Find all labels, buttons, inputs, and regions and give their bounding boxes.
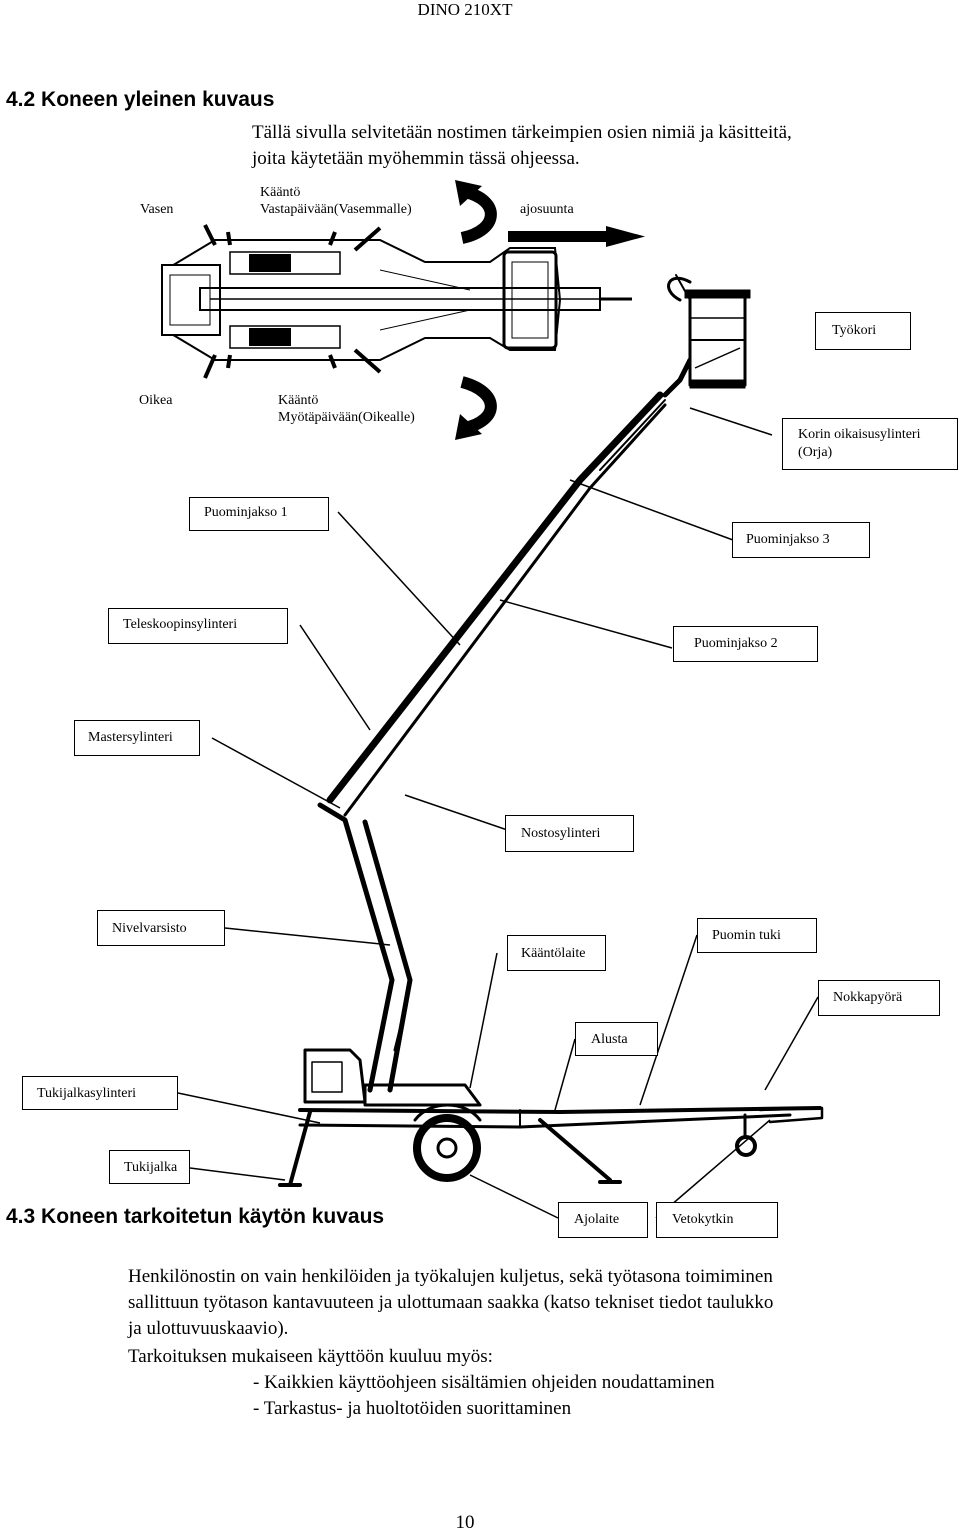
label-box-kaantolaite: Kääntölaite xyxy=(507,935,606,971)
label-box-nivelvarsisto: Nivelvarsisto xyxy=(97,910,225,946)
label-oikea: Oikea xyxy=(139,393,173,408)
label-box-teleskoopinsylinteri: Teleskoopinsylinteri xyxy=(108,608,288,644)
paragraph-1-line-2: sallittuun työtason kantavuuteen ja ulot… xyxy=(128,1292,774,1313)
page-number: 10 xyxy=(455,1512,475,1533)
side-view-drawing xyxy=(278,274,824,1187)
label-kaanto-ccw-1: Kääntö xyxy=(260,185,301,200)
label-vasen: Vasen xyxy=(140,202,174,217)
label-ajosuunta: ajosuunta xyxy=(520,202,574,217)
label-kaanto-ccw-2: Vastapäivään(Vasemmalle) xyxy=(260,202,412,217)
paragraph-1-line-1: Henkilönostin on vain henkilöiden ja työ… xyxy=(128,1266,773,1287)
top-view-drawing xyxy=(161,224,632,379)
label-box-puomin-tuki: Puomin tuki xyxy=(697,918,817,953)
paragraph-1-line-3: ja ulottuvuuskaavio). xyxy=(128,1318,289,1339)
label-kaanto-cw-2: Myötäpäivään(Oikealle) xyxy=(278,410,415,425)
section-heading-4-3: 4.3 Koneen tarkoitetun käytön kuvaus xyxy=(6,1205,385,1228)
label-box-puominjakso-1: Puominjakso 1 xyxy=(189,497,329,531)
section-heading-4-2: 4.2 Koneen yleinen kuvaus xyxy=(6,88,275,111)
rotate-ccw-arrow-icon xyxy=(455,180,497,244)
page-header: DINO 210XT xyxy=(417,0,513,19)
leader-lines xyxy=(177,347,819,1219)
label-box-korin-oikaisusylinteri: Korin oikaisusylinteri(Orja) xyxy=(782,418,958,470)
label-box-vetokytkin: Vetokytkin xyxy=(656,1202,778,1238)
bullet-2: - Tarkastus- ja huoltotöiden suorittamin… xyxy=(253,1398,572,1419)
travel-direction-arrow-icon xyxy=(508,226,645,247)
rotate-cw-arrow-icon xyxy=(455,376,497,440)
intro-line-2: joita käytetään myöhemmin tässä ohjeessa… xyxy=(252,148,580,169)
label-box-puominjakso-2: Puominjakso 2 xyxy=(673,626,818,662)
label-box-puominjakso-3: Puominjakso 3 xyxy=(732,522,870,558)
bullet-1: - Kaikkien käyttöohjeen sisältämien ohje… xyxy=(253,1372,715,1393)
label-box-tyokori: Työkori xyxy=(815,312,911,350)
label-kaanto-cw-1: Kääntö xyxy=(278,393,319,408)
label-box-nostosylinteri: Nostosylinteri xyxy=(505,815,634,852)
label-box-nokkapyora: Nokkapyörä xyxy=(818,980,940,1016)
label-box-mastersylinteri: Mastersylinteri xyxy=(74,720,200,756)
intro-line-1: Tällä sivulla selvitetään nostimen tärke… xyxy=(252,122,792,143)
label-box-alusta: Alusta xyxy=(575,1022,658,1056)
label-box-ajolaite: Ajolaite xyxy=(558,1202,648,1238)
label-box-tukijalkasylinteri: Tukijalkasylinteri xyxy=(22,1076,178,1110)
paragraph-2: Tarkoituksen mukaiseen käyttöön kuuluu m… xyxy=(128,1346,493,1367)
label-box-tukijalka: Tukijalka xyxy=(109,1150,190,1184)
